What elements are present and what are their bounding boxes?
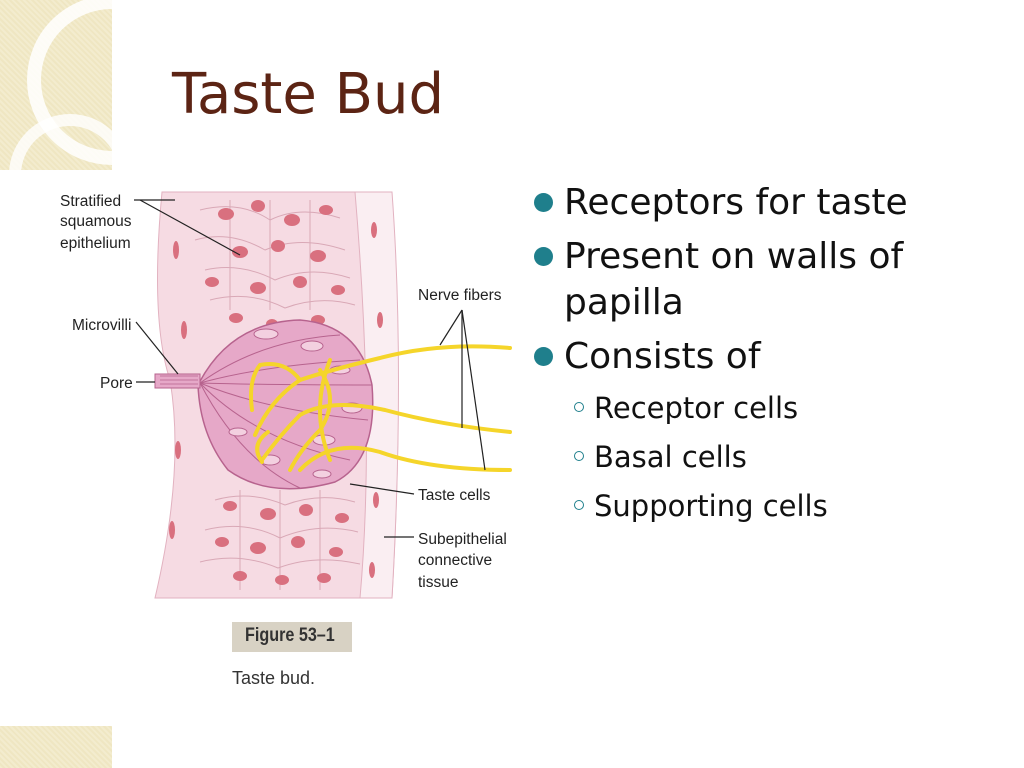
bullet-text: Receptors for taste xyxy=(564,182,908,223)
bullet-dot-icon xyxy=(534,193,553,212)
label-connective: connective xyxy=(418,552,492,569)
sub-bullet-text: Receptor cells xyxy=(594,391,799,425)
bullet-text: Present on walls of papilla xyxy=(564,236,904,323)
decorative-corner-bottom xyxy=(0,726,112,768)
taste-bud-figure: Stratified squamous epithelium Microvill… xyxy=(0,170,520,700)
bullet-item: Present on walls of papilla xyxy=(534,234,1004,326)
label-taste-cells: Taste cells xyxy=(418,487,491,504)
sub-bullet-item: Supporting cells xyxy=(534,486,1004,526)
bullet-ring-icon xyxy=(574,451,584,461)
decorative-circles-graphic xyxy=(9,0,112,170)
bullet-list: Receptors for taste Present on walls of … xyxy=(534,180,1004,535)
label-microvilli: Microvilli xyxy=(72,317,131,334)
slide-title: Taste Bud xyxy=(172,62,445,127)
label-pore: Pore xyxy=(100,375,133,392)
decorative-corner-top xyxy=(0,0,112,170)
taste-bud-diagram: Stratified squamous epithelium Microvill… xyxy=(60,191,512,599)
bullet-text: Consists of xyxy=(564,336,761,377)
bullet-ring-icon xyxy=(574,500,584,510)
bullet-dot-icon xyxy=(534,247,553,266)
bullet-ring-icon xyxy=(574,402,584,412)
sub-bullet-item: Receptor cells xyxy=(534,388,1004,428)
label-subepithelial: Subepithelial xyxy=(418,531,507,548)
label-stratified: Stratified xyxy=(60,193,121,210)
label-tissue: tissue xyxy=(418,574,459,591)
label-squamous: squamous xyxy=(60,213,132,230)
figure-caption: Taste bud. xyxy=(232,668,316,688)
figure-caption-box xyxy=(232,622,352,652)
bullet-item: Consists of xyxy=(534,334,1004,380)
label-epithelium: epithelium xyxy=(60,235,131,252)
bullet-item: Receptors for taste xyxy=(534,180,1004,226)
label-nerve-fibers: Nerve fibers xyxy=(418,287,502,304)
figure-number: Figure 53–1 xyxy=(245,625,335,646)
sub-bullet-text: Basal cells xyxy=(594,440,747,474)
sub-bullet-text: Supporting cells xyxy=(594,489,828,523)
sub-bullet-item: Basal cells xyxy=(534,437,1004,477)
bullet-dot-icon xyxy=(534,347,553,366)
